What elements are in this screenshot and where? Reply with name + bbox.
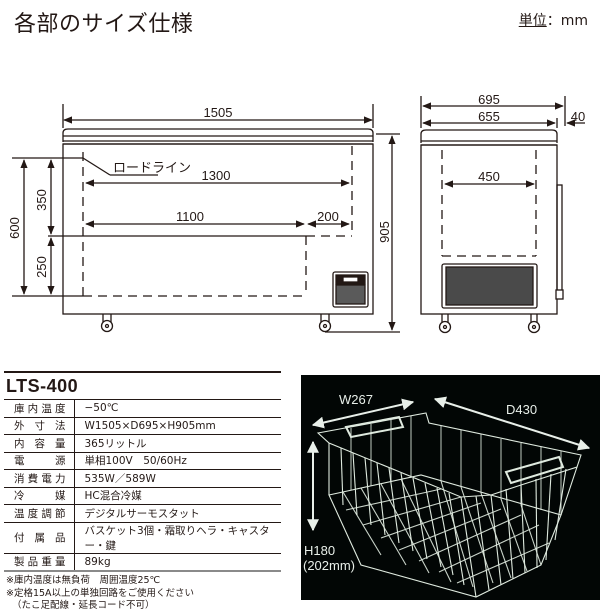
basket-width-label: W267 (339, 392, 373, 407)
note: ※庫内温度は無負荷 周囲温度25℃ (6, 575, 161, 586)
svg-text:350: 350 (34, 189, 49, 211)
svg-text:1505: 1505 (204, 105, 233, 120)
svg-text:655: 655 (478, 109, 500, 124)
svg-text:905: 905 (377, 221, 392, 243)
basket-height-alt-label: (202mm) (303, 558, 355, 573)
unit-label: 単位：mm (518, 13, 588, 29)
front-dimension-labels: 1505 1300 1100 200 ロードライン 600 350 250 90… (7, 105, 392, 278)
svg-text:1300: 1300 (202, 168, 231, 183)
table-row: 温度調節デジタルサーモスタット (4, 504, 281, 522)
note: （たこ足配線・延長コード不可） (12, 600, 155, 611)
svg-text:695: 695 (478, 92, 500, 107)
front-view (12, 104, 400, 333)
load-line-label: ロードライン (113, 160, 191, 175)
basket-photo: W267 D430 H180 (202mm) (301, 375, 600, 600)
basket-height-label: H180 (304, 543, 335, 558)
table-row: 電源単相100V 50/60Hz (4, 451, 281, 470)
svg-text:1100: 1100 (176, 209, 204, 224)
page-title: 各部のサイズ仕様 (14, 12, 194, 37)
dimension-diagram: 1505 1300 1100 200 ロードライン 600 350 250 90… (7, 92, 585, 334)
model-name: LTS-400 (6, 376, 79, 396)
side-view (420, 96, 585, 334)
top-rule (4, 371, 281, 373)
svg-text:450: 450 (478, 169, 500, 184)
table-row: 付属品バスケット3個・霜取りヘラ・キャスター・鍵 (4, 521, 281, 553)
notes: ※庫内温度は無負荷 周囲温度25℃ ※定格15A以上の単独回路をご使用ください … (4, 575, 281, 613)
basket-depth-label: D430 (506, 402, 537, 417)
svg-text:200: 200 (317, 209, 339, 224)
wire-basket-illustration: W267 D430 H180 (202mm) (303, 392, 591, 598)
svg-text:600: 600 (7, 217, 22, 239)
svg-text:40: 40 (571, 109, 585, 124)
side-dimension-labels: 695 655 40 450 (478, 92, 585, 184)
table-row: 庫内温度−50℃ (4, 399, 281, 417)
svg-text:250: 250 (34, 256, 49, 278)
note: ※定格15A以上の単独回路をご使用ください (6, 587, 195, 599)
